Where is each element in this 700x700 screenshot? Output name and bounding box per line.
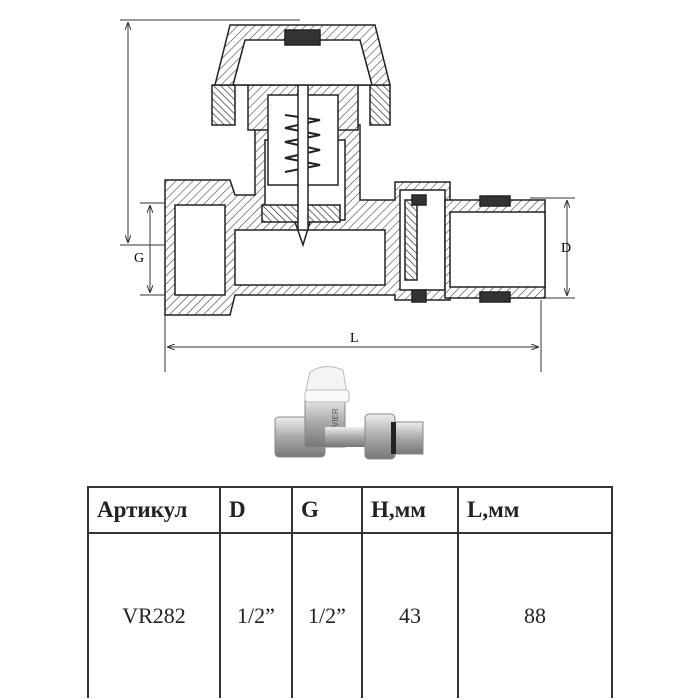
cell-d: 1/2” [219,532,293,698]
header-d: D [219,486,293,534]
cell-g: 1/2” [291,532,363,698]
g-label: G [134,251,144,266]
cell-l: 88 [457,532,613,698]
l-label: L [350,331,359,346]
table-row: VR282 1/2” 1/2” 43 88 [87,532,613,698]
header-l: L,мм [457,486,613,534]
spec-table: Артикул D G H,мм L,мм VR282 1/2” 1/2” 43… [87,486,613,698]
header-g: G [291,486,363,534]
cell-h: 43 [361,532,459,698]
d-label: D [561,241,571,256]
valve-body [164,24,546,316]
valve-product-photo: VIER [274,366,424,460]
header-h: H,мм [361,486,459,534]
cell-article: VR282 [87,532,221,698]
header-article: Артикул [87,486,221,534]
photo-logo: VIER [331,408,340,427]
valve-cross-section-drawing: G L D [120,19,575,372]
table-header-row: Артикул D G H,мм L,мм [87,486,613,534]
height-dimension [120,19,300,246]
